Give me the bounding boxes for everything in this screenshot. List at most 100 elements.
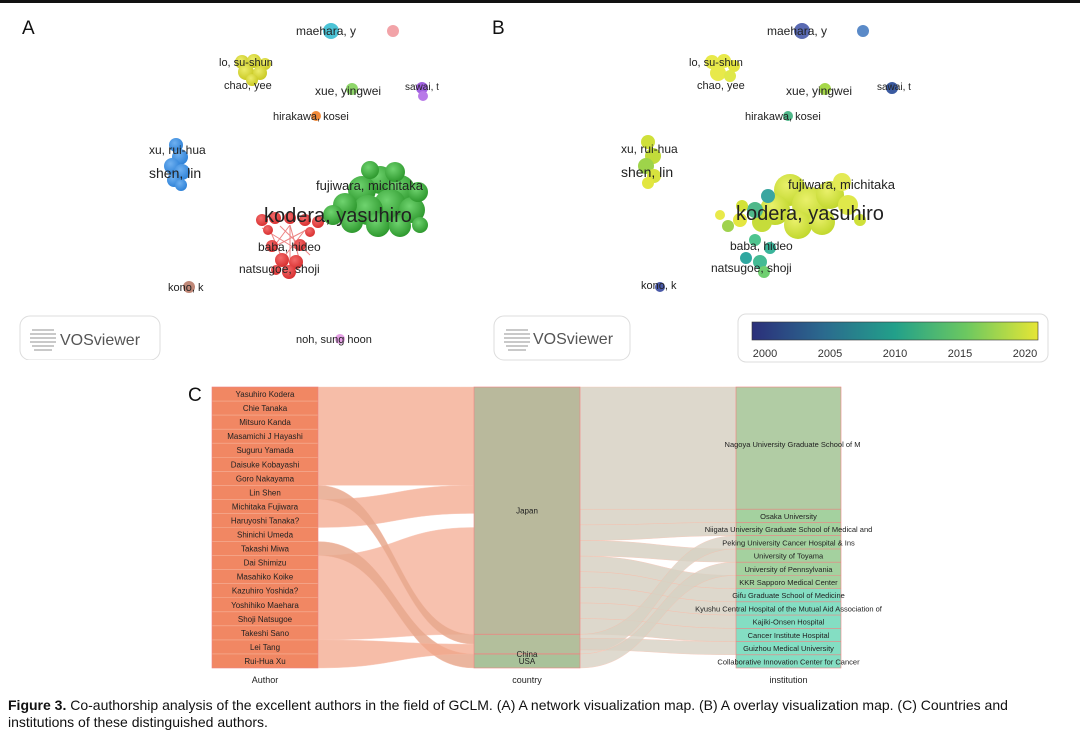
institution-label: University of Toyama [754, 552, 824, 561]
overlay-map: maehara, y lo, su-shun chao, yee xue, yi… [493, 23, 1049, 363]
overlay-node-maehara [794, 23, 810, 39]
caption-label: Figure 3. [8, 697, 67, 713]
overlay-node-sawai [886, 82, 898, 94]
cluster-kodera [323, 161, 428, 237]
node-xue [346, 83, 358, 95]
country-label: Japan [516, 507, 538, 516]
author-label: Lin Shen [249, 488, 281, 497]
node-kono [183, 281, 195, 293]
overlay-cluster-kodera [715, 173, 866, 239]
institution-label: Gifu Graduate School of Medicine [732, 591, 845, 600]
overlay-node-kono [655, 282, 665, 292]
colorbar-tick-2005: 2005 [818, 348, 842, 360]
institution-node [736, 535, 841, 549]
node-noh [335, 334, 345, 344]
institution-label: Kajiki-Onsen Hospital [753, 618, 825, 627]
institution-node [736, 522, 841, 536]
node-maehara-alt [387, 25, 399, 37]
author-label: Suguru Yamada [236, 446, 294, 455]
network-map: maehara, y lo, su-shun chao, yee xue, yi… [19, 23, 439, 360]
vosviewer-text-a: VOSviewer [60, 332, 141, 349]
institution-label: Cancer Institute Hospital [748, 631, 830, 640]
author-label: Lei Tang [250, 643, 280, 652]
label-xue: xue, yingwei [315, 84, 381, 98]
label-kodera: kodera, yasuhiro [264, 205, 412, 227]
institution-label: Niigata University Graduate School of Me… [705, 525, 873, 534]
institution-label: KKR Sapporo Medical Center [739, 578, 838, 587]
vosviewer-icon [504, 329, 530, 351]
overlay-label-shen: shen, lin [621, 164, 673, 180]
institution-label: Guizhou Medical University [743, 644, 834, 653]
overlay-cluster-baba [740, 234, 776, 278]
institution-node [736, 628, 841, 642]
overlay-node-xue [819, 83, 831, 95]
panel-label-a: A [22, 18, 35, 39]
year-colorbar: 2000 2005 2010 2015 2020 [737, 313, 1049, 363]
institution-label: Peking University Cancer Hospital & Ins [722, 538, 855, 547]
institution-node [736, 548, 841, 563]
institution-node [736, 641, 841, 655]
vosviewer-text-b: VOSviewer [533, 331, 614, 348]
label-fujiwara: fujiwara, michitaka [316, 178, 424, 193]
country-node-china [474, 634, 580, 654]
label-chao: chao, yee [224, 80, 272, 92]
label-baba: baba, hideo [258, 240, 321, 254]
flow-author-country [317, 386, 475, 486]
panel-label-b: B [492, 18, 505, 39]
label-noh: noh, sung hoon [296, 334, 372, 346]
caption-text: Co-authorship analysis of the excellent … [8, 697, 1008, 730]
author-label: Takashi Miwa [241, 545, 290, 554]
vosviewer-logo-a: VOSviewer [19, 315, 161, 360]
overlay-label-natsugoe: natsugoe, shoji [711, 261, 792, 275]
institution-node [736, 562, 841, 576]
colorbar-tick-2020: 2020 [1013, 348, 1037, 360]
overlay-label-lo: lo, su-shun [689, 57, 743, 69]
column-label: institution [769, 675, 807, 685]
overlay-label-hirakawa: hirakawa, kosei [745, 111, 821, 123]
author-label: Masamichi J Hayashi [227, 432, 303, 441]
country-node-japan [474, 387, 580, 635]
cluster-lo [235, 54, 271, 86]
author-label: Shinichi Umeda [237, 531, 294, 540]
author-label: Shoji Natsugoe [238, 615, 293, 624]
overlay-node-maehara-alt [857, 25, 869, 37]
author-label: Mitsuro Kanda [239, 418, 291, 427]
author-label: Takeshi Sano [241, 629, 290, 638]
author-label: Kazuhiro Yoshida? [232, 587, 299, 596]
flow-country-institution [579, 386, 737, 510]
author-label: Daisuke Kobayashi [231, 460, 300, 469]
cluster-shen [164, 138, 190, 191]
institution-node [736, 509, 841, 523]
institution-node [736, 615, 841, 629]
overlay-label-xu: xu, rui-hua [621, 142, 678, 156]
overlay-cluster-shen [638, 135, 661, 189]
overlay-label-fujiwara: fujiwara, michitaka [788, 177, 896, 192]
node-maehara [323, 23, 339, 39]
author-label: Yasuhiro Kodera [236, 390, 296, 399]
author-label: Rui-Hua Xu [244, 657, 285, 666]
vosviewer-logo-b: VOSviewer [493, 315, 631, 361]
institution-label: Collaborative Innovation Center for Canc… [717, 657, 860, 666]
node-sawai [416, 82, 428, 94]
top-rule [0, 0, 1080, 3]
cluster-baba [256, 212, 324, 279]
institution-node [736, 601, 841, 616]
figure-caption: Figure 3. Co-authorship analysis of the … [8, 697, 1072, 731]
label-hirakawa: hirakawa, kosei [273, 111, 349, 123]
overlay-node-hirakawa [783, 111, 793, 121]
column-label: country [512, 675, 542, 685]
column-label: Author [252, 675, 279, 685]
label-xu: xu, rui-hua [149, 143, 206, 157]
overlay-label-kodera: kodera, yasuhiro [736, 203, 884, 225]
country-label: China [517, 650, 538, 659]
overlay-label-chao: chao, yee [697, 80, 745, 92]
overlay-label-baba: baba, hideo [730, 239, 793, 253]
colorbar-tick-2015: 2015 [948, 348, 972, 360]
flow-author-country [317, 527, 475, 641]
label-maehara: maehara, y [296, 24, 356, 38]
country-node-usa [474, 653, 580, 668]
node-hirakawa [311, 111, 321, 121]
overlay-label-xue: xue, yingwei [786, 84, 852, 98]
overlay-label-kono: kono, k [641, 280, 677, 292]
